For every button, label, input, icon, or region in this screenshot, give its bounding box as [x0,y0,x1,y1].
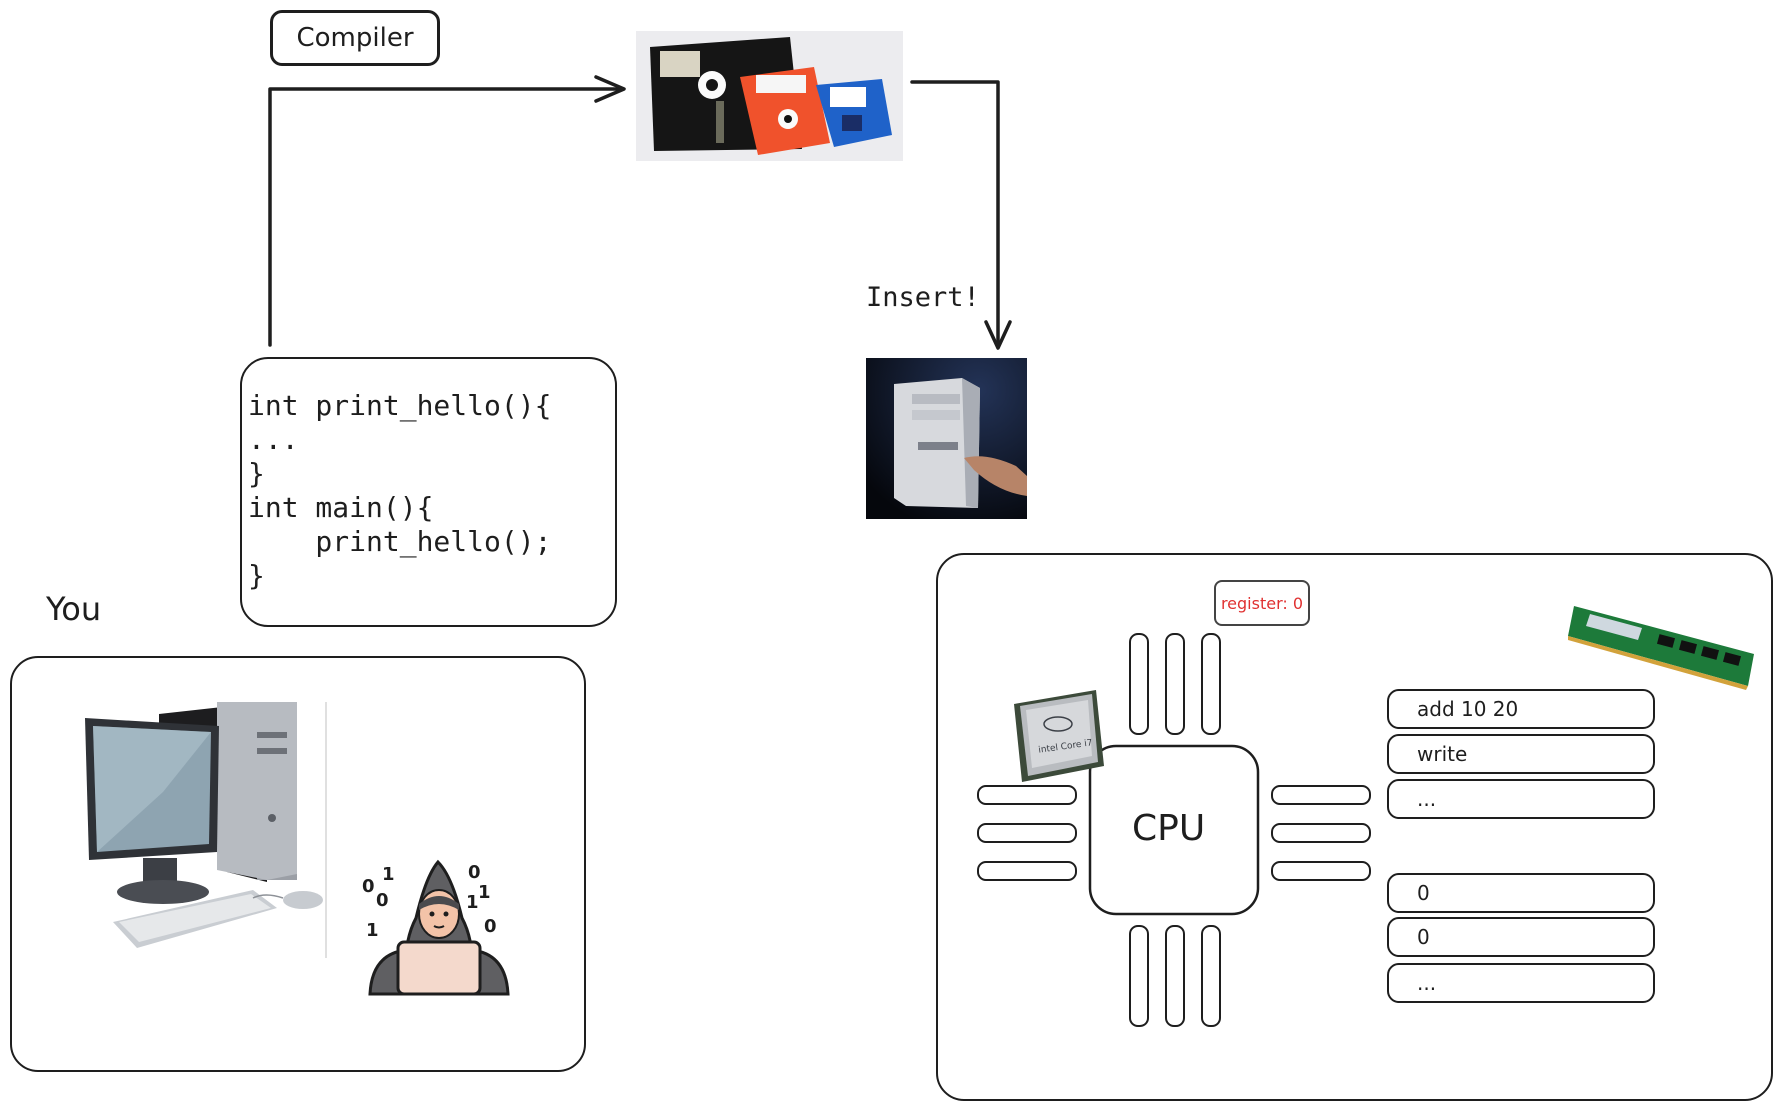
source-code: int print_hello(){ ... } int main(){ pri… [248,389,552,592]
hacker-digit: 1 [366,920,379,941]
hacker-digit: 1 [466,892,479,913]
compile-arrowhead [594,75,626,103]
desktop-computer-icon [85,702,323,948]
hacker-digit: 0 [362,876,375,897]
memory-row: 0 [1387,873,1655,913]
you-box: 0 1 0 0 1 1 1 0 [10,656,586,1072]
insert-text: Insert! [866,282,980,313]
hacker-digit: 0 [484,916,497,937]
ram-stick-photo [1568,606,1754,690]
hacker-digit: 0 [468,862,481,883]
divider-line [325,702,327,958]
hacker-icon: 0 1 0 0 1 1 1 0 [362,859,510,996]
source-code-box: int print_hello(){ ... } int main(){ pri… [240,357,617,627]
register-label: register: 0 [1214,580,1310,626]
insert-arrowhead [984,320,1012,350]
memory-row: ... [1387,963,1655,1003]
you-label: You [46,590,102,628]
memory-row: write [1387,734,1655,774]
insert-label: Insert! [866,282,980,313]
pc-tower-photo [866,358,1027,519]
memory-row: 0 [1387,917,1655,957]
compiler-label: Compiler [270,10,440,66]
insert-arrow [910,80,1000,348]
memory-row: add 10 20 [1387,689,1655,729]
cpu-label: CPU [1132,808,1206,849]
cpu-diagram [977,633,1371,1027]
hacker-digit: 1 [382,864,395,885]
compile-arrow [268,87,624,347]
hacker-digit: 0 [376,890,389,911]
floppy-disks-photo [636,31,903,161]
memory-row: ... [1387,779,1655,819]
hacker-digit: 1 [478,882,491,903]
cpu-chip-photo: intel Core i7 [1014,690,1104,782]
